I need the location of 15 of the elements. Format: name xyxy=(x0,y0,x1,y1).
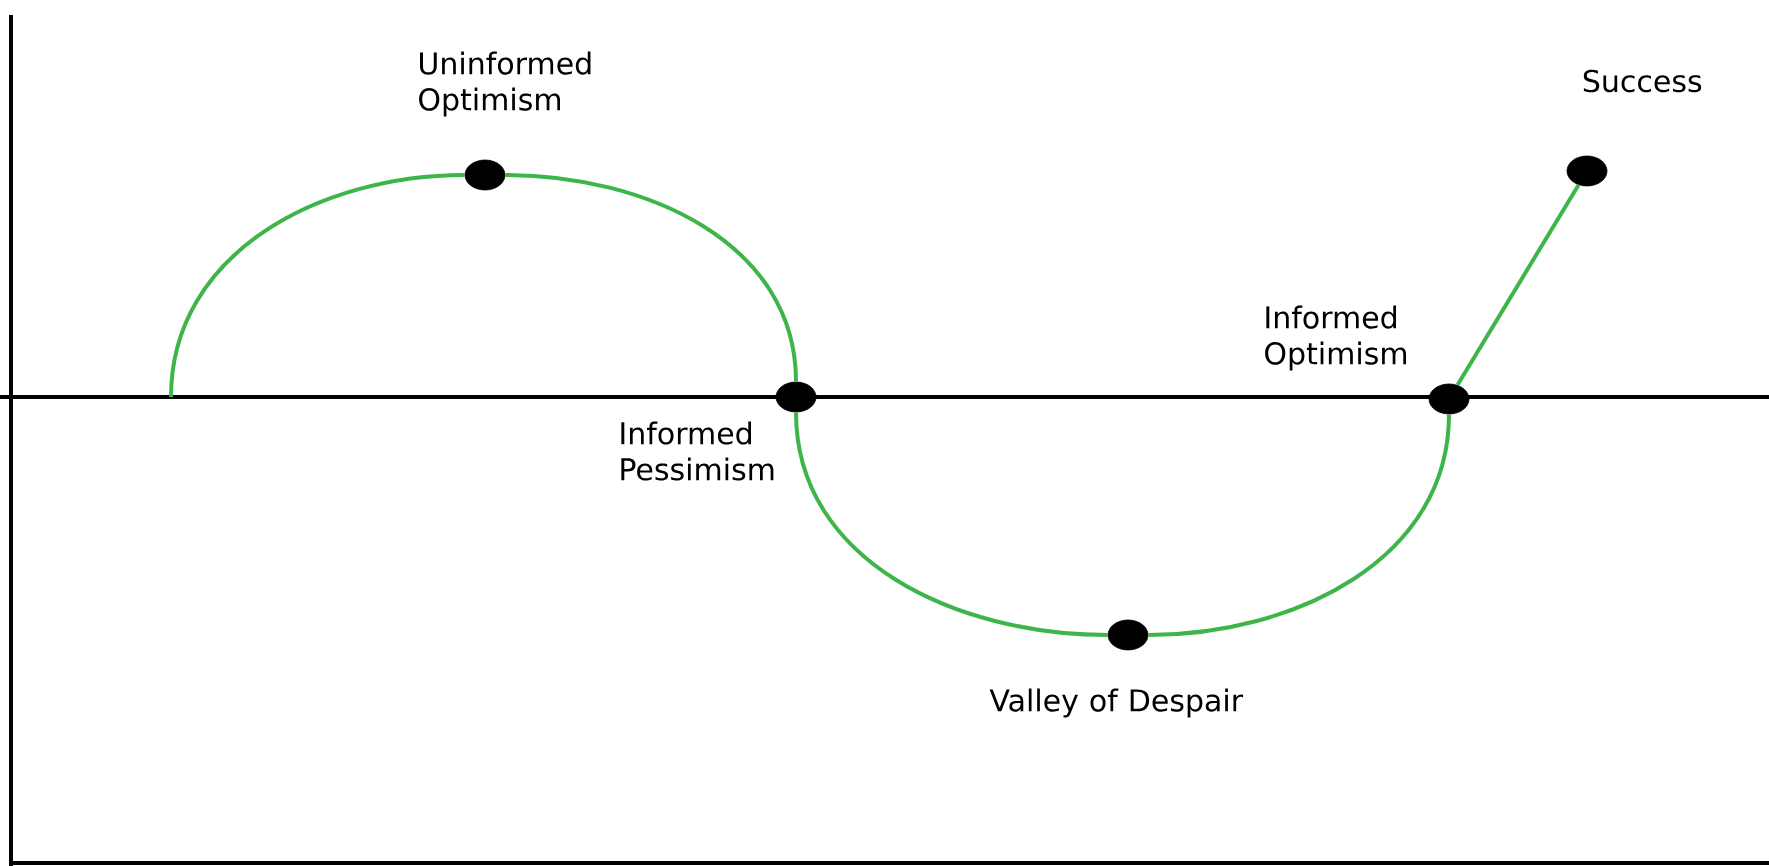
dot xyxy=(464,159,506,191)
curve-line xyxy=(505,173,798,382)
dot xyxy=(1566,155,1608,187)
dot-label: Valley of Despair xyxy=(989,688,1244,718)
curve-line xyxy=(1148,414,1451,637)
dot xyxy=(1107,619,1149,651)
dot-label: Informed Pessimism xyxy=(621,421,774,481)
dot-label: Success xyxy=(1583,69,1702,93)
dot-label: Informed Optimism xyxy=(1265,305,1406,371)
dot xyxy=(775,381,817,413)
dot xyxy=(1428,383,1470,415)
dot-label: Uninformed Optimism xyxy=(419,51,591,117)
curve-line xyxy=(794,412,1108,637)
curve-line xyxy=(169,173,465,398)
curve-line xyxy=(1455,183,1581,387)
